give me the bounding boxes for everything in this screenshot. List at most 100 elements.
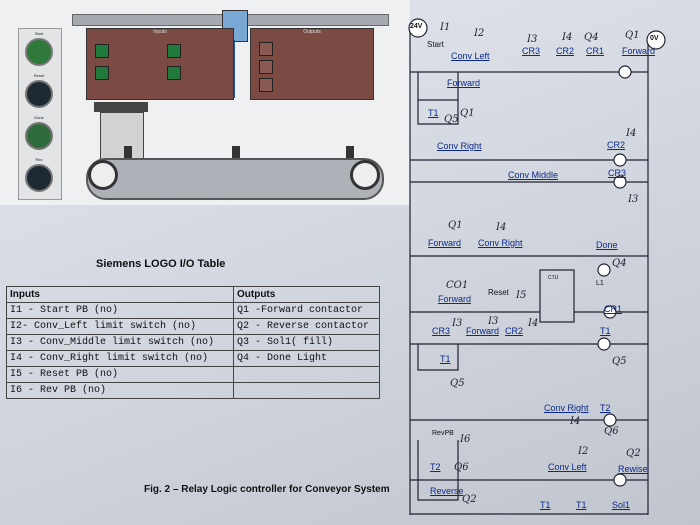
handwritten-q4b: Q4 bbox=[612, 258, 627, 269]
handwritten-i3: I3 bbox=[527, 34, 538, 45]
output-cell: Q3 - Sol1( fill) bbox=[233, 334, 380, 351]
reset-pushbutton[interactable]: Reset bbox=[22, 73, 56, 108]
output-lamp-icon bbox=[259, 42, 273, 56]
rev-pushbutton[interactable]: Rev bbox=[22, 157, 56, 192]
output-row bbox=[259, 78, 273, 92]
rev-knob-icon bbox=[25, 164, 53, 192]
handwritten-i4b: I4 bbox=[626, 128, 637, 139]
input-row bbox=[167, 44, 235, 58]
cr3-contact-label-2: CR3 bbox=[432, 326, 451, 336]
inputs-panel: Inputs bbox=[86, 28, 234, 100]
input-lamp-icon bbox=[167, 44, 181, 58]
cr2-coil-label: CR2 bbox=[607, 140, 626, 150]
outputs-header: Outputs bbox=[233, 286, 380, 303]
conv-right-contact-label-3: Conv Right bbox=[544, 403, 589, 413]
io-table: Inputs Outputs I1 - Start PB (no) Q1 -Fo… bbox=[6, 286, 380, 399]
ctu-label: CTU bbox=[548, 275, 559, 281]
t2-contact-label-2: T2 bbox=[430, 462, 441, 472]
middle-sensor-icon bbox=[232, 146, 240, 158]
output-cell: Q1 -Forward contactor bbox=[233, 302, 380, 319]
conv-right-contact-label-2: Conv Right bbox=[478, 238, 523, 248]
figure-caption: Fig. 2 – Relay Logic controller for Conv… bbox=[144, 484, 390, 495]
cr1-coil-label: CR1 bbox=[604, 304, 623, 314]
pushbutton-strip: Start Reset Done Rev bbox=[18, 28, 62, 200]
table-row: I4 - Conv_Right limit switch (no) Q4 - D… bbox=[6, 350, 380, 367]
output-lamp-icon bbox=[259, 60, 273, 74]
outputs-panel-title: Outputs bbox=[303, 29, 321, 35]
input-cell: I4 - Conv_Right limit switch (no) bbox=[6, 350, 234, 367]
supply-label: 24V bbox=[410, 23, 423, 30]
rewise-coil-label: Rewise bbox=[618, 464, 648, 474]
t1-contact-label-4: T1 bbox=[576, 500, 587, 510]
input-cell: I2- Conv_Left limit switch (no) bbox=[6, 318, 234, 335]
input-cell: I5 - Reset PB (no) bbox=[6, 366, 234, 383]
t1-contact-label-2: T1 bbox=[440, 354, 451, 364]
reverse-branch bbox=[417, 440, 459, 501]
input-row bbox=[167, 66, 235, 80]
t2-coil-icon bbox=[603, 413, 617, 427]
handwritten-q4: Q4 bbox=[584, 32, 599, 43]
outputs-panel: Outputs bbox=[250, 28, 374, 100]
left-sensor-icon bbox=[124, 146, 132, 158]
left-wheel-icon bbox=[88, 160, 118, 190]
handwritten-q2: Q2 bbox=[626, 448, 641, 459]
table-row: I1 - Start PB (no) Q1 -Forward contactor bbox=[6, 302, 380, 319]
output-cell: Q2 - Reverse contactor bbox=[233, 318, 380, 335]
t1-seal-branch bbox=[417, 344, 459, 371]
table-row: I3 - Conv_Middle limit switch (no) Q3 - … bbox=[6, 334, 380, 351]
forward-coil-icon bbox=[618, 65, 632, 79]
ground-0v-icon bbox=[646, 30, 666, 50]
handwritten-i3d: I3 bbox=[488, 316, 499, 327]
handwritten-i4e: I4 bbox=[570, 416, 581, 427]
right-wheel-icon bbox=[350, 160, 380, 190]
table-header-row: Inputs Outputs bbox=[6, 286, 380, 303]
reset-contact-label: Reset bbox=[488, 288, 509, 297]
inputs-panel-title: Inputs bbox=[153, 29, 167, 35]
handwritten-i3b: I3 bbox=[628, 194, 639, 205]
start-contact-label: Start bbox=[427, 40, 444, 49]
handwritten-i2: I2 bbox=[474, 28, 485, 39]
cr2-contact-label: CR2 bbox=[556, 46, 575, 56]
t1-contact-label-3: T1 bbox=[540, 500, 551, 510]
done-lamp-icon bbox=[25, 122, 53, 150]
l1-lamp-label: L1 bbox=[596, 280, 604, 287]
forward-contact-label-2: Forward bbox=[428, 238, 462, 248]
t1-coil-icon bbox=[597, 337, 611, 351]
rev-label: Rev bbox=[35, 157, 43, 162]
conveyor-belt bbox=[86, 158, 384, 200]
input-row bbox=[95, 66, 163, 80]
handwritten-q5c: Q5 bbox=[450, 378, 465, 389]
handwritten-q6b: Q6 bbox=[454, 462, 469, 473]
output-lamp-icon bbox=[259, 78, 273, 92]
reset-label: Reset bbox=[33, 73, 45, 78]
handwritten-i6: I6 bbox=[460, 434, 471, 445]
forward-seal-branch bbox=[417, 72, 459, 101]
handwritten-q5: Q5 bbox=[444, 114, 459, 125]
done-lamp-coil-icon bbox=[597, 263, 611, 277]
reverse-coil-icon bbox=[613, 473, 627, 487]
conv-middle-contact-label: Conv Middle bbox=[508, 170, 559, 180]
sol1-coil-label: Sol1 bbox=[612, 500, 631, 510]
handwritten-q5b: Q5 bbox=[612, 356, 627, 367]
table-row: I6 - Rev PB (no) bbox=[6, 382, 380, 399]
handwritten-i4: I4 bbox=[562, 32, 573, 43]
handwritten-i5: I5 bbox=[516, 290, 527, 301]
start-pushbutton[interactable]: Start bbox=[22, 31, 56, 66]
input-cell: I6 - Rev PB (no) bbox=[6, 382, 234, 399]
handwritten-q1: Q1 bbox=[625, 30, 640, 41]
output-row bbox=[259, 42, 273, 56]
table-title: Siemens LOGO I/O Table bbox=[96, 258, 226, 270]
supply-24v-icon bbox=[408, 18, 428, 38]
input-lamp-icon bbox=[95, 66, 109, 80]
input-cell: I1 - Start PB (no) bbox=[6, 302, 234, 319]
cr3-coil-icon bbox=[613, 175, 627, 189]
handwritten-i1: I1 bbox=[440, 22, 451, 33]
input-lamp-icon bbox=[95, 44, 109, 58]
conv-right-contact-label: Conv Right bbox=[437, 141, 482, 151]
ground-label: 0V bbox=[650, 35, 659, 42]
table-row: I5 - Reset PB (no) bbox=[6, 366, 380, 383]
right-sensor-icon bbox=[346, 146, 354, 158]
cr1-coil-icon bbox=[603, 305, 617, 319]
fill-spindle bbox=[233, 40, 235, 98]
